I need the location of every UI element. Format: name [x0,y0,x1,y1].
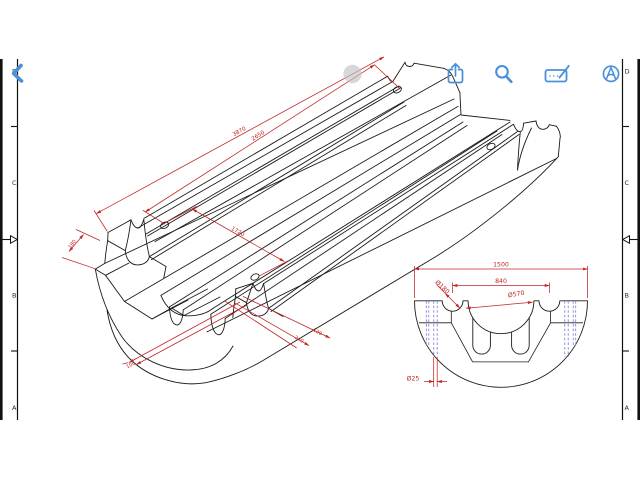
section-dim-labels: 1500 840 Ø570 Ø180 Ø25 [407,262,525,383]
dim-2650: 2650 [251,130,267,143]
touch-indicator [343,64,362,84]
search-icon[interactable] [495,64,513,84]
dim-3870: 3870 [232,126,248,138]
zone-letter: B [12,292,16,300]
zone-letter: C [12,179,17,187]
dim-180s: Ø180 [434,278,452,295]
zone-letter: D [625,68,630,76]
dim-570: Ø570 [507,289,525,300]
share-icon[interactable] [447,62,464,84]
dim-1720: 1720 [230,226,246,238]
back-chevron-icon[interactable] [11,63,24,83]
center-arrow-left [0,234,19,245]
dim-180: 180 [67,239,77,250]
sheet-frame: D C B A D C B A [0,59,640,420]
section-view[interactable] [414,300,588,388]
section-hidden-holes [425,301,577,357]
compass-logo-icon[interactable] [602,65,620,83]
iso-dimensions [61,56,400,365]
section-dimensions [413,266,589,387]
dim-120: 120 [312,327,323,337]
dim-25: Ø25 [407,375,420,383]
zone-letter: A [625,404,630,412]
dim-840: 840 [495,278,507,285]
zone-letter: A [12,404,17,412]
dim-1500: 1500 [493,262,509,269]
iso-dim-labels: 3870 2650 1720 180 100 240 120 [67,126,322,370]
annotate-icon[interactable] [544,64,570,83]
iso-holes [160,86,496,281]
dim-100: 100 [125,361,136,371]
zone-letter: B [625,292,629,300]
zone-letter: C [625,179,630,187]
dim-240: 240 [293,335,304,345]
center-arrow-right [621,234,640,245]
